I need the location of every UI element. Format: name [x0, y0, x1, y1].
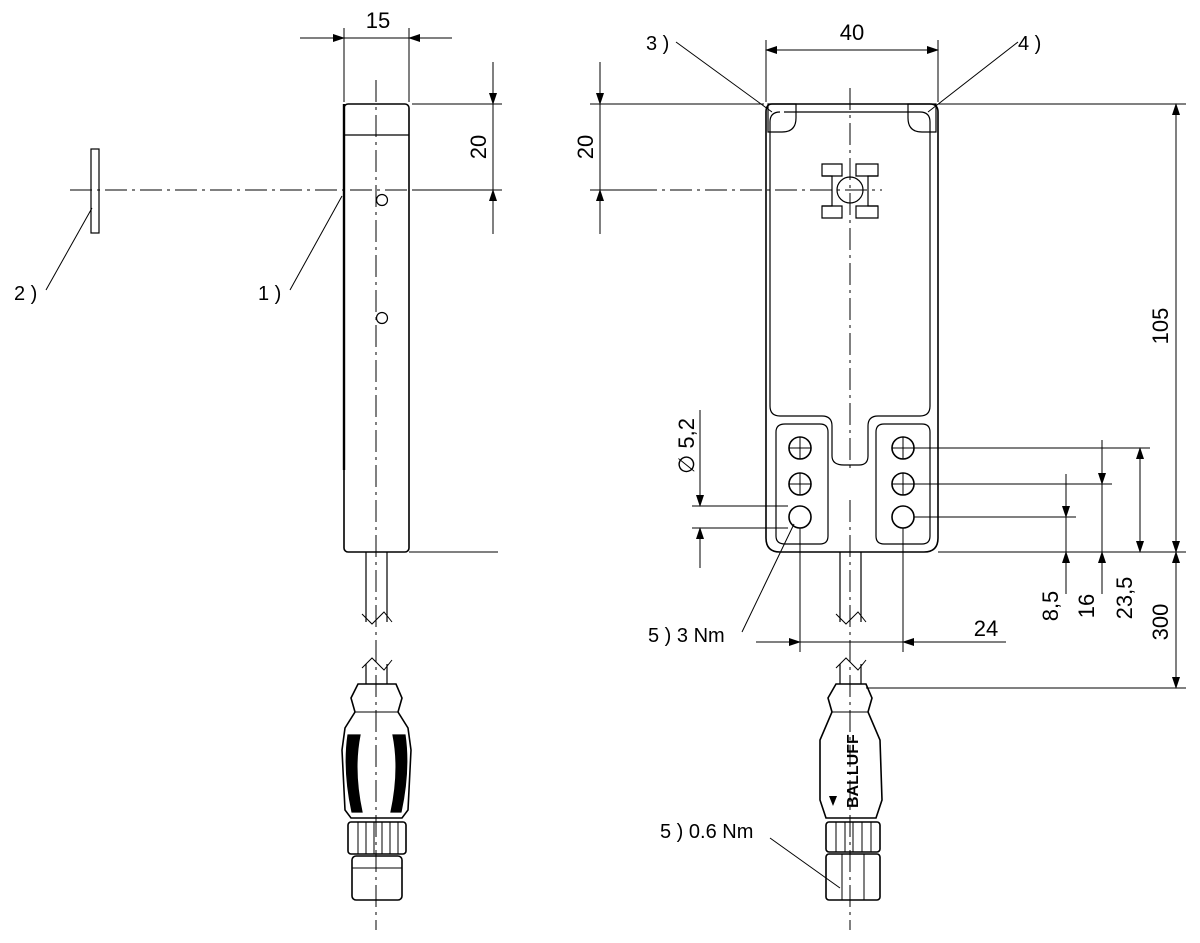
balluff-logo-text: BALLUFF	[845, 734, 862, 808]
reflector	[90, 148, 100, 234]
dim-front-offset: 20	[573, 62, 764, 234]
sensor-body-front	[765, 103, 939, 553]
holes-right	[891, 436, 915, 529]
dim-hole-diameter: ∅ 5,2	[674, 410, 788, 568]
dim-side-width-label: 15	[366, 8, 390, 33]
front-view: BALLUFF 40	[573, 20, 1186, 930]
label-4: 4 )	[1018, 33, 1041, 55]
side-hole-upper	[375, 193, 389, 207]
dim-cable-length-label: 300	[1148, 604, 1173, 641]
cable-front	[835, 552, 867, 684]
mount-pad-right	[875, 423, 931, 545]
label-5-connector: 5 ) 0.6 Nm	[660, 821, 753, 843]
label-2: 2 )	[14, 283, 37, 305]
connector-side	[341, 683, 412, 901]
connector-front: BALLUFF	[819, 683, 883, 901]
dim-hole-positions: 8,5 16 23,5	[914, 440, 1150, 621]
side-view: 15 20 1 ) 2 )	[14, 8, 502, 930]
corner-mark-4	[907, 103, 937, 133]
cable-side	[361, 552, 393, 684]
dim-cable-length: 300	[866, 551, 1186, 689]
dim-front-width-label: 40	[840, 20, 864, 45]
dim-hole-spacing-label: 24	[974, 616, 998, 641]
holes-left	[788, 436, 812, 529]
label-1: 1 )	[258, 283, 281, 305]
dim-front-width: 40	[765, 20, 939, 102]
corner-mark-3	[767, 103, 797, 133]
dim-side-width: 15	[300, 8, 452, 102]
mount-pad-left	[775, 423, 829, 545]
dim-front-offset-label: 20	[573, 135, 598, 159]
dim-side-offset-label: 20	[466, 135, 491, 159]
dim-hole-pos-2-label: 16	[1074, 594, 1099, 618]
dim-side-offset: 20	[412, 62, 502, 234]
dim-hole-pos-3-label: 23,5	[1112, 577, 1137, 620]
dim-height-total: 105	[938, 103, 1186, 553]
balluff-logo: BALLUFF	[829, 734, 862, 808]
dim-hole-spacing: 24	[756, 528, 1006, 652]
side-hole-lower	[375, 311, 389, 325]
dim-hole-pos-1-label: 8,5	[1038, 591, 1063, 622]
label-5-screw: 5 ) 3 Nm	[648, 625, 725, 647]
label-3: 3 )	[646, 33, 669, 55]
dim-height-total-label: 105	[1148, 308, 1173, 345]
dim-hole-diameter-label: ∅ 5,2	[674, 418, 699, 474]
recess-outline	[769, 111, 931, 466]
